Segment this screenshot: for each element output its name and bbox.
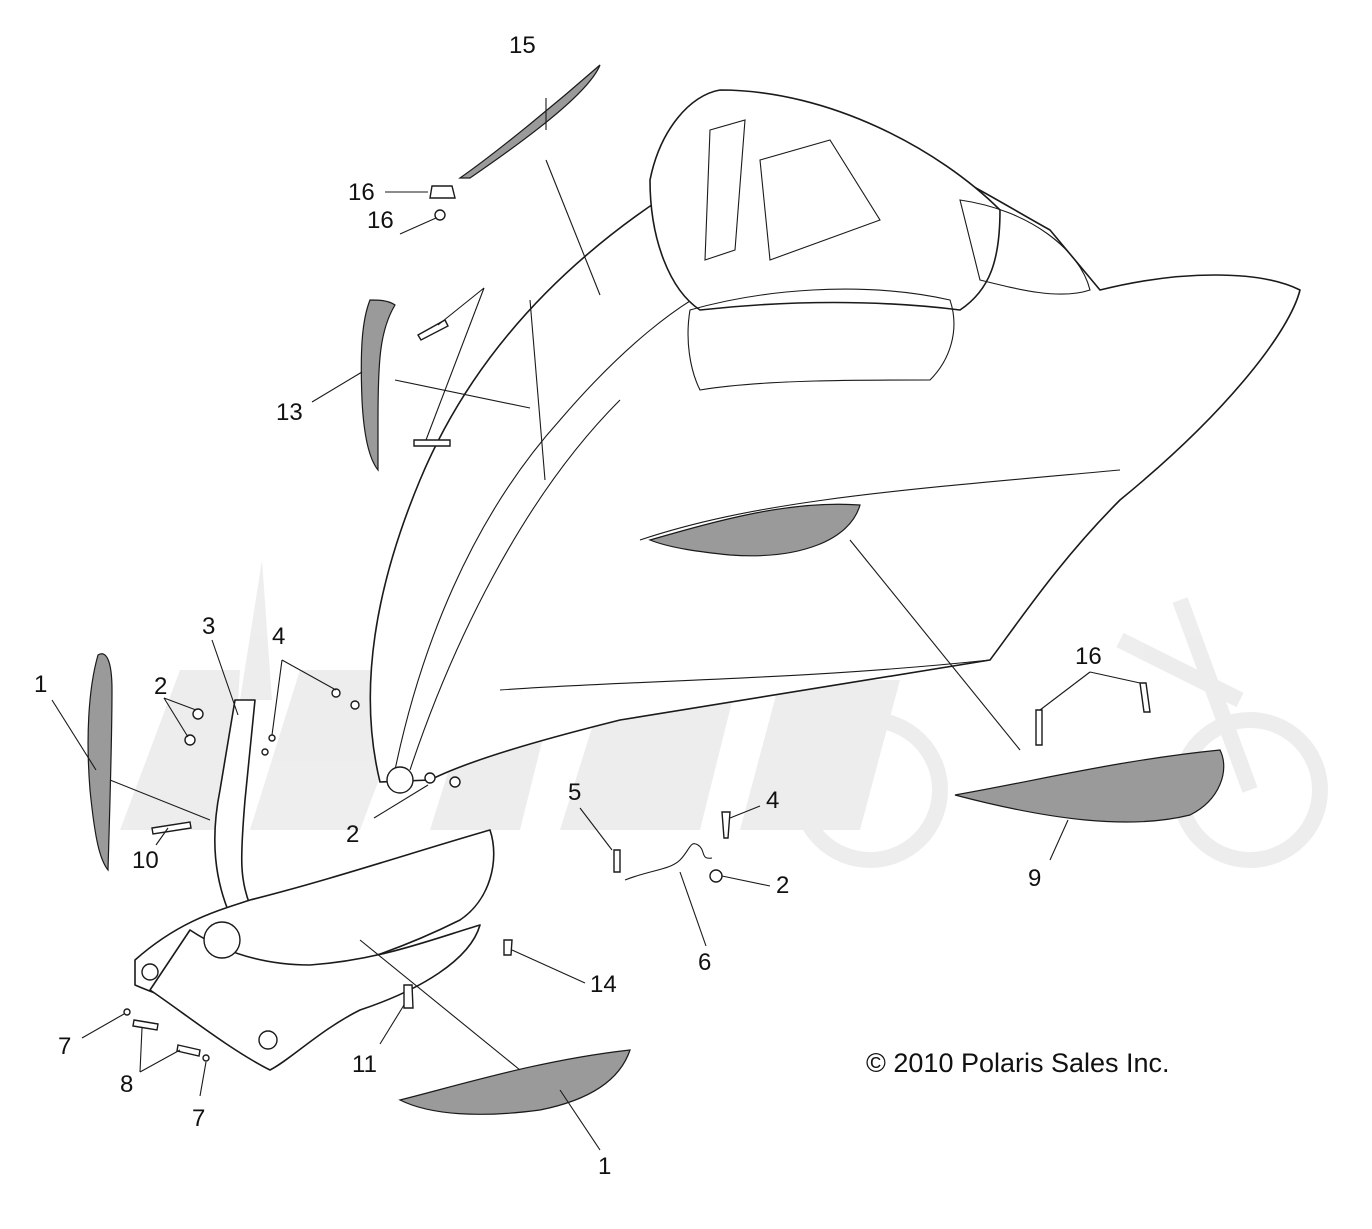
windshield-frame [649, 89, 1001, 311]
part-15-fastener [434, 209, 446, 221]
callout-1-bottom: 1 [598, 1153, 611, 1180]
hood-side-slot [529, 299, 546, 481]
callout-9: 9 [1028, 865, 1041, 892]
callout-10-lower: 11 [352, 1051, 377, 1078]
hood-assembly [369, 89, 1301, 794]
hood-inner-line-4 [499, 659, 991, 691]
pushpin-16-right-a [1035, 709, 1043, 746]
nut-2-center-b [449, 776, 461, 788]
side-panel-right [959, 199, 1091, 295]
part-12-trim-strip [458, 64, 601, 179]
nut-2-left-b [184, 734, 196, 746]
headlight-socket [203, 921, 241, 959]
pin-10-lower [403, 984, 414, 1009]
part-11-side-trim [360, 299, 396, 472]
clip-13 [503, 939, 513, 956]
nut-2-right [709, 869, 723, 883]
nut-7-right [202, 1054, 210, 1062]
nut-2-center [424, 772, 436, 784]
bolt-8-b [176, 1044, 201, 1057]
hood-inner-line-3 [639, 469, 1121, 541]
hood-inner-line-2 [409, 399, 621, 771]
copyright-notice: © 2010 Polaris Sales Inc. [866, 1048, 1170, 1078]
nose-assembly [134, 699, 495, 1071]
lower-nose-pan [149, 924, 481, 1071]
callout-labels: 15 16 16 13 3 4 1 2 16 2 4 5 10 2 9 6 14… [34, 32, 1170, 1180]
callout-1-left: 1 [34, 671, 47, 698]
callout-2-right: 2 [776, 872, 789, 899]
callout-12: 15 [509, 32, 536, 59]
leader-lines [51, 98, 1141, 1151]
hood-headlight-mount [386, 766, 414, 794]
part-1-grille-left [87, 653, 113, 872]
nose-mount-left [141, 963, 159, 981]
nut-2-left [192, 708, 204, 720]
callout-10-left: 10 [132, 847, 159, 874]
pushpin-16-right-b [1139, 682, 1151, 713]
hood-inner-line-1 [394, 279, 731, 771]
nut-7-left [123, 1008, 131, 1016]
callout-15: 16 [367, 207, 394, 234]
callout-11: 13 [276, 399, 303, 426]
part-16-pushpins-upper [413, 319, 451, 447]
hood-side-vent [648, 503, 861, 557]
part-9-side-grille [954, 749, 1225, 823]
bolt-5 [613, 849, 621, 873]
callout-2-center: 2 [346, 821, 359, 848]
callout-4-left: 4 [272, 623, 285, 650]
callout-7-left: 7 [58, 1033, 71, 1060]
screw-4-top-b [350, 700, 360, 710]
part-14-grommet [429, 185, 456, 199]
screw-4-left [268, 734, 276, 742]
watermark-logo [120, 560, 1328, 868]
screw-4-right [721, 811, 731, 839]
callout-5: 5 [568, 779, 581, 806]
callout-8: 8 [120, 1071, 133, 1098]
callout-7-right: 7 [192, 1105, 205, 1132]
windshield-opening-right [759, 139, 881, 261]
hood-shell [369, 131, 1301, 783]
callout-6: 6 [698, 949, 711, 976]
callout-16-right: 16 [1075, 643, 1102, 670]
hardware-small [123, 682, 1151, 1062]
part-1-grille-bottom [398, 1049, 631, 1115]
screw-4-left-b [261, 748, 269, 756]
pin-10-left [151, 821, 192, 835]
callout-14: 16 [348, 179, 375, 206]
callout-13: 14 [590, 971, 617, 998]
screw-4-top [331, 688, 341, 698]
part-6-wire-harness [624, 843, 713, 881]
callout-4-right: 4 [766, 787, 779, 814]
bolt-8-a [132, 1019, 159, 1031]
callout-2-left: 2 [154, 673, 167, 700]
callout-3: 3 [202, 613, 215, 640]
windshield-opening-left [704, 119, 746, 261]
dash-panel [687, 288, 955, 391]
nose-mount-right [258, 1030, 278, 1050]
